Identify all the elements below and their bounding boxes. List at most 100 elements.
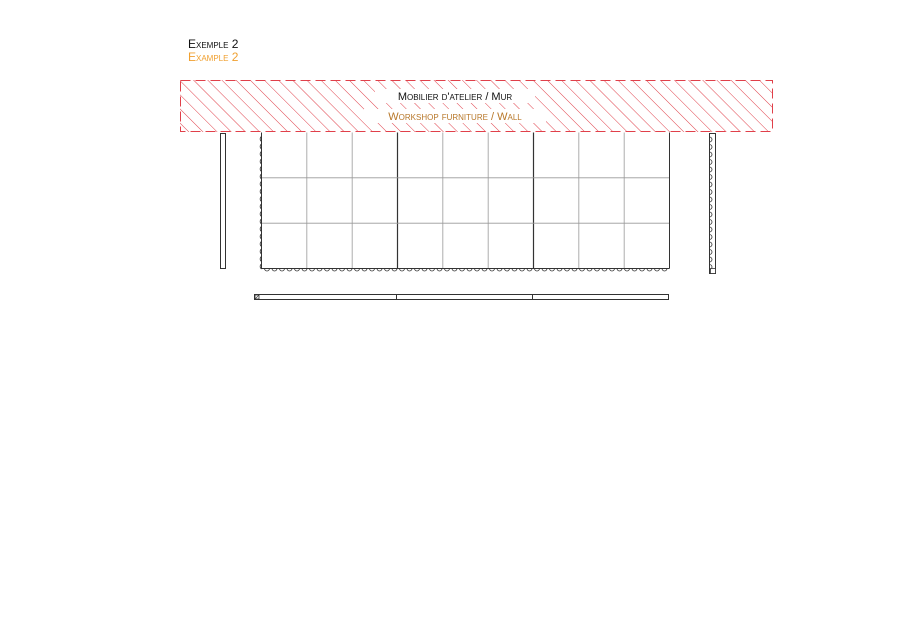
left-notch xyxy=(259,263,262,270)
bottom-notch xyxy=(474,268,480,272)
right-notch xyxy=(709,211,713,218)
right-notch xyxy=(709,241,713,248)
right-notch xyxy=(709,181,713,188)
right-notch xyxy=(709,219,713,225)
left-notch xyxy=(259,233,262,240)
bottom-notch xyxy=(601,268,608,272)
bottom-notch xyxy=(609,268,615,272)
tile-grid xyxy=(259,132,670,272)
bottom-notch xyxy=(406,268,413,272)
bottom-notch xyxy=(391,268,398,272)
bottom-notch xyxy=(264,268,270,272)
bottom-notch xyxy=(459,268,465,272)
bottom-notch xyxy=(331,268,338,272)
bottom-bar-body xyxy=(254,294,669,300)
right-notch xyxy=(709,189,713,195)
bottom-notch xyxy=(504,268,510,272)
bottom-notch xyxy=(271,268,278,272)
left-notch xyxy=(259,151,262,157)
left-notch xyxy=(259,218,262,225)
left-edge-notches xyxy=(259,136,262,270)
right-side-bar xyxy=(709,133,716,274)
left-notch xyxy=(259,241,262,247)
wall-label-french: Mobilier d'atelier / Mur xyxy=(398,91,513,103)
bottom-notch xyxy=(286,268,293,272)
left-notch xyxy=(259,136,262,142)
bottom-notch xyxy=(429,268,435,272)
right-notch xyxy=(709,249,713,255)
bottom-notch xyxy=(541,268,548,272)
left-notch xyxy=(259,143,262,150)
right-side-notches xyxy=(709,136,713,270)
bottom-bar xyxy=(254,294,669,300)
bottom-notch xyxy=(339,268,345,272)
bottom-notch xyxy=(624,268,630,272)
left-notch xyxy=(259,248,262,255)
bottom-notch xyxy=(631,268,638,272)
left-notch xyxy=(259,181,262,187)
bottom-notch xyxy=(496,268,503,272)
right-notch xyxy=(709,264,713,270)
bottom-notch xyxy=(511,268,518,272)
bottom-notch xyxy=(586,268,593,272)
wall-band-border xyxy=(180,80,773,132)
bottom-notch xyxy=(399,268,405,272)
wall-label-fr-backdrop xyxy=(375,89,535,103)
bottom-notch xyxy=(661,268,668,272)
bottom-notch xyxy=(421,268,428,272)
right-notch xyxy=(709,226,713,233)
bottom-notch xyxy=(489,268,495,272)
bottom-notch xyxy=(279,268,285,272)
bottom-notch xyxy=(639,268,645,272)
bottom-notch xyxy=(294,268,300,272)
bottom-notch xyxy=(594,268,600,272)
wall-band: Mobilier d'atelier / Mur Workshop furnit… xyxy=(180,80,773,132)
bottom-bar-end-cap-mark xyxy=(254,294,260,300)
left-notch xyxy=(259,256,262,262)
bottom-notch xyxy=(654,268,660,272)
left-notch xyxy=(259,226,262,232)
wall-label-en-backdrop xyxy=(364,109,546,123)
bottom-notch xyxy=(564,268,570,272)
left-notch xyxy=(259,196,262,202)
bottom-notch xyxy=(444,268,450,272)
bottom-notch xyxy=(369,268,375,272)
bottom-notch xyxy=(451,268,458,272)
left-notch xyxy=(259,158,262,165)
wall-label-english: Workshop furniture / Wall xyxy=(388,111,522,123)
right-notch xyxy=(709,196,713,203)
bottom-notch xyxy=(616,268,623,272)
right-notch xyxy=(709,136,713,143)
tile-grid-area xyxy=(261,132,670,269)
right-notch xyxy=(709,174,713,180)
left-side-bar xyxy=(220,133,226,269)
bottom-notch xyxy=(579,268,585,272)
bottom-notch xyxy=(384,268,390,272)
bottom-notch xyxy=(481,268,488,272)
bottom-notch xyxy=(361,268,368,272)
bottom-notch xyxy=(646,268,653,272)
right-notch xyxy=(709,144,713,150)
bottom-notch xyxy=(466,268,473,272)
left-notch xyxy=(259,203,262,210)
bottom-notch xyxy=(301,268,308,272)
bottom-notch xyxy=(346,268,353,272)
bottom-notch xyxy=(316,268,323,272)
bottom-notch xyxy=(571,268,578,272)
left-notch xyxy=(259,188,262,195)
bottom-notch xyxy=(549,268,555,272)
bottom-notch xyxy=(519,268,525,272)
left-notch xyxy=(259,173,262,180)
title-english: Example 2 xyxy=(188,50,239,64)
right-side-end-cap xyxy=(710,268,716,274)
wall-hatch-fill xyxy=(180,80,773,132)
bottom-edge-notches xyxy=(264,268,668,272)
bottom-notch xyxy=(309,268,315,272)
bottom-notch xyxy=(414,268,420,272)
right-notch xyxy=(709,166,713,173)
bottom-notch xyxy=(376,268,383,272)
right-notch xyxy=(709,204,713,210)
left-notch xyxy=(259,211,262,217)
